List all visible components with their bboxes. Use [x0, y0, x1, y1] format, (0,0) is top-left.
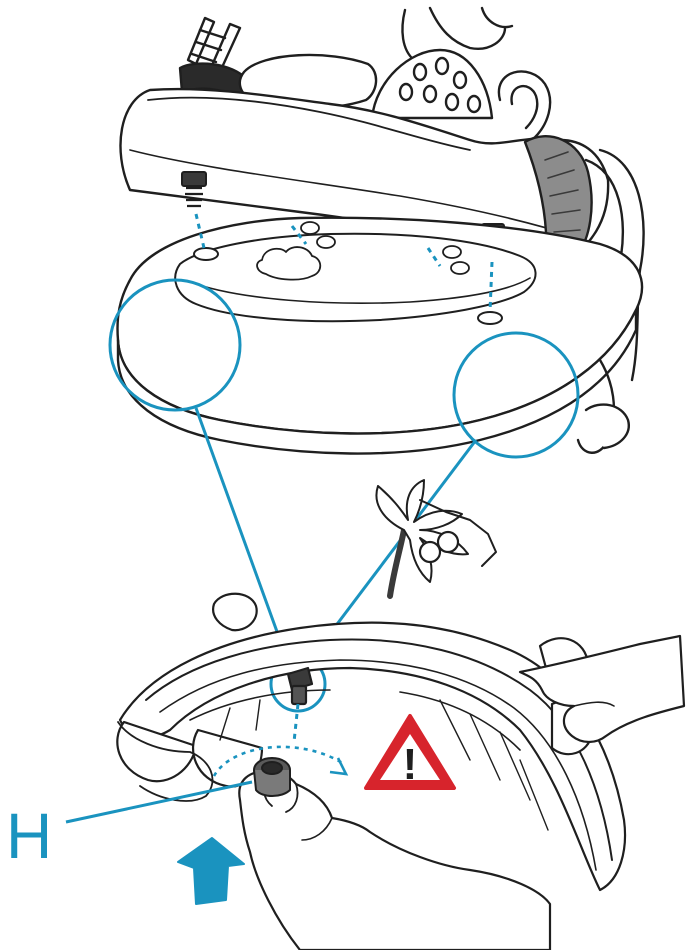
pod-dots	[398, 56, 482, 114]
detail-circle-left	[108, 278, 242, 412]
base-tray	[116, 216, 644, 455]
knob-h	[253, 757, 291, 797]
rotation-indicator	[212, 703, 349, 777]
ladder-toy	[178, 16, 250, 100]
part-h-leader	[65, 780, 253, 824]
leader-line-left	[194, 407, 290, 663]
bottom-assembly	[116, 479, 686, 950]
base-bolt	[286, 666, 314, 706]
alignment-guides	[194, 213, 494, 313]
left-hand	[238, 770, 552, 950]
top-assembly	[119, 6, 645, 382]
base-dome	[118, 621, 627, 892]
right-hand	[518, 634, 686, 744]
part-label: H	[6, 800, 52, 872]
seat-shell	[119, 87, 610, 264]
palm-tree-toy	[375, 479, 497, 599]
detail-circle-right	[452, 331, 580, 459]
push-up-arrow-icon	[177, 837, 245, 905]
warning-triangle-icon: !	[364, 714, 456, 790]
warning-exclamation: !	[403, 740, 418, 789]
top-toys	[238, 6, 552, 142]
